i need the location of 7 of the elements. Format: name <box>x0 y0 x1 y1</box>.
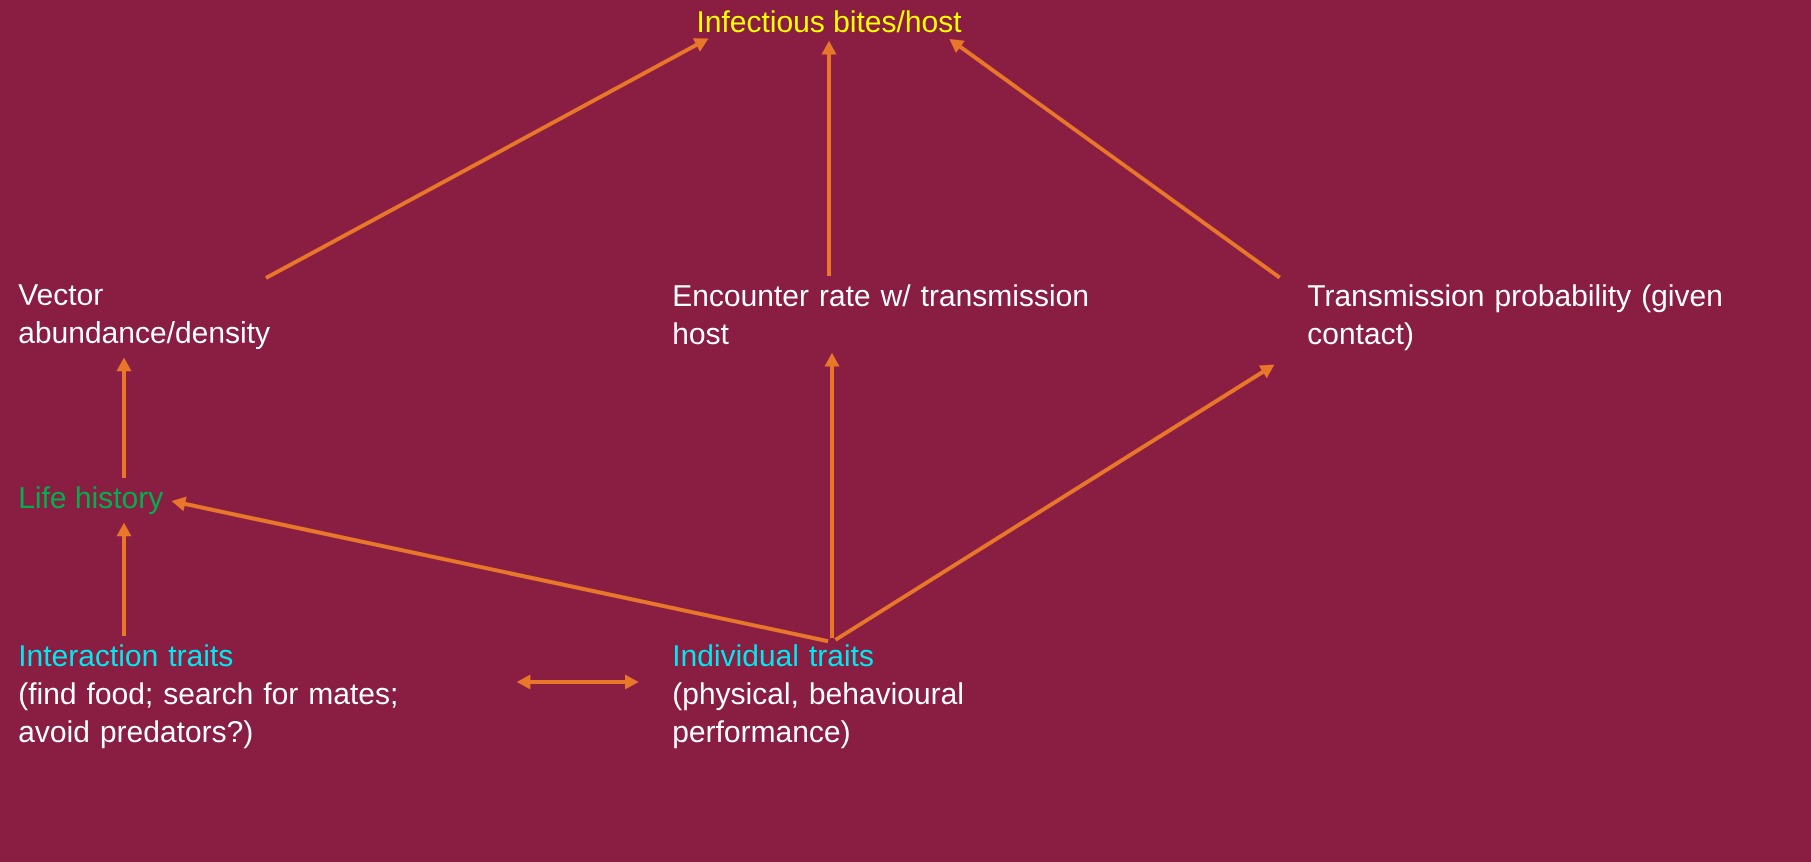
node-label: Infectious bites/host <box>699 10 962 33</box>
node-label: Vector abundance/density <box>18 284 270 350</box>
node-label: Encounter rate w/ transmission host <box>674 284 1088 345</box>
node-label: Individual traits (physical, behavioural performance) <box>674 644 962 749</box>
node-label: Interaction traits (find food; search for mates; avoid predators?) <box>19 644 396 749</box>
node-label: Transmission probability (given contact) <box>1307 284 1721 351</box>
node-label: Life history <box>20 486 164 515</box>
